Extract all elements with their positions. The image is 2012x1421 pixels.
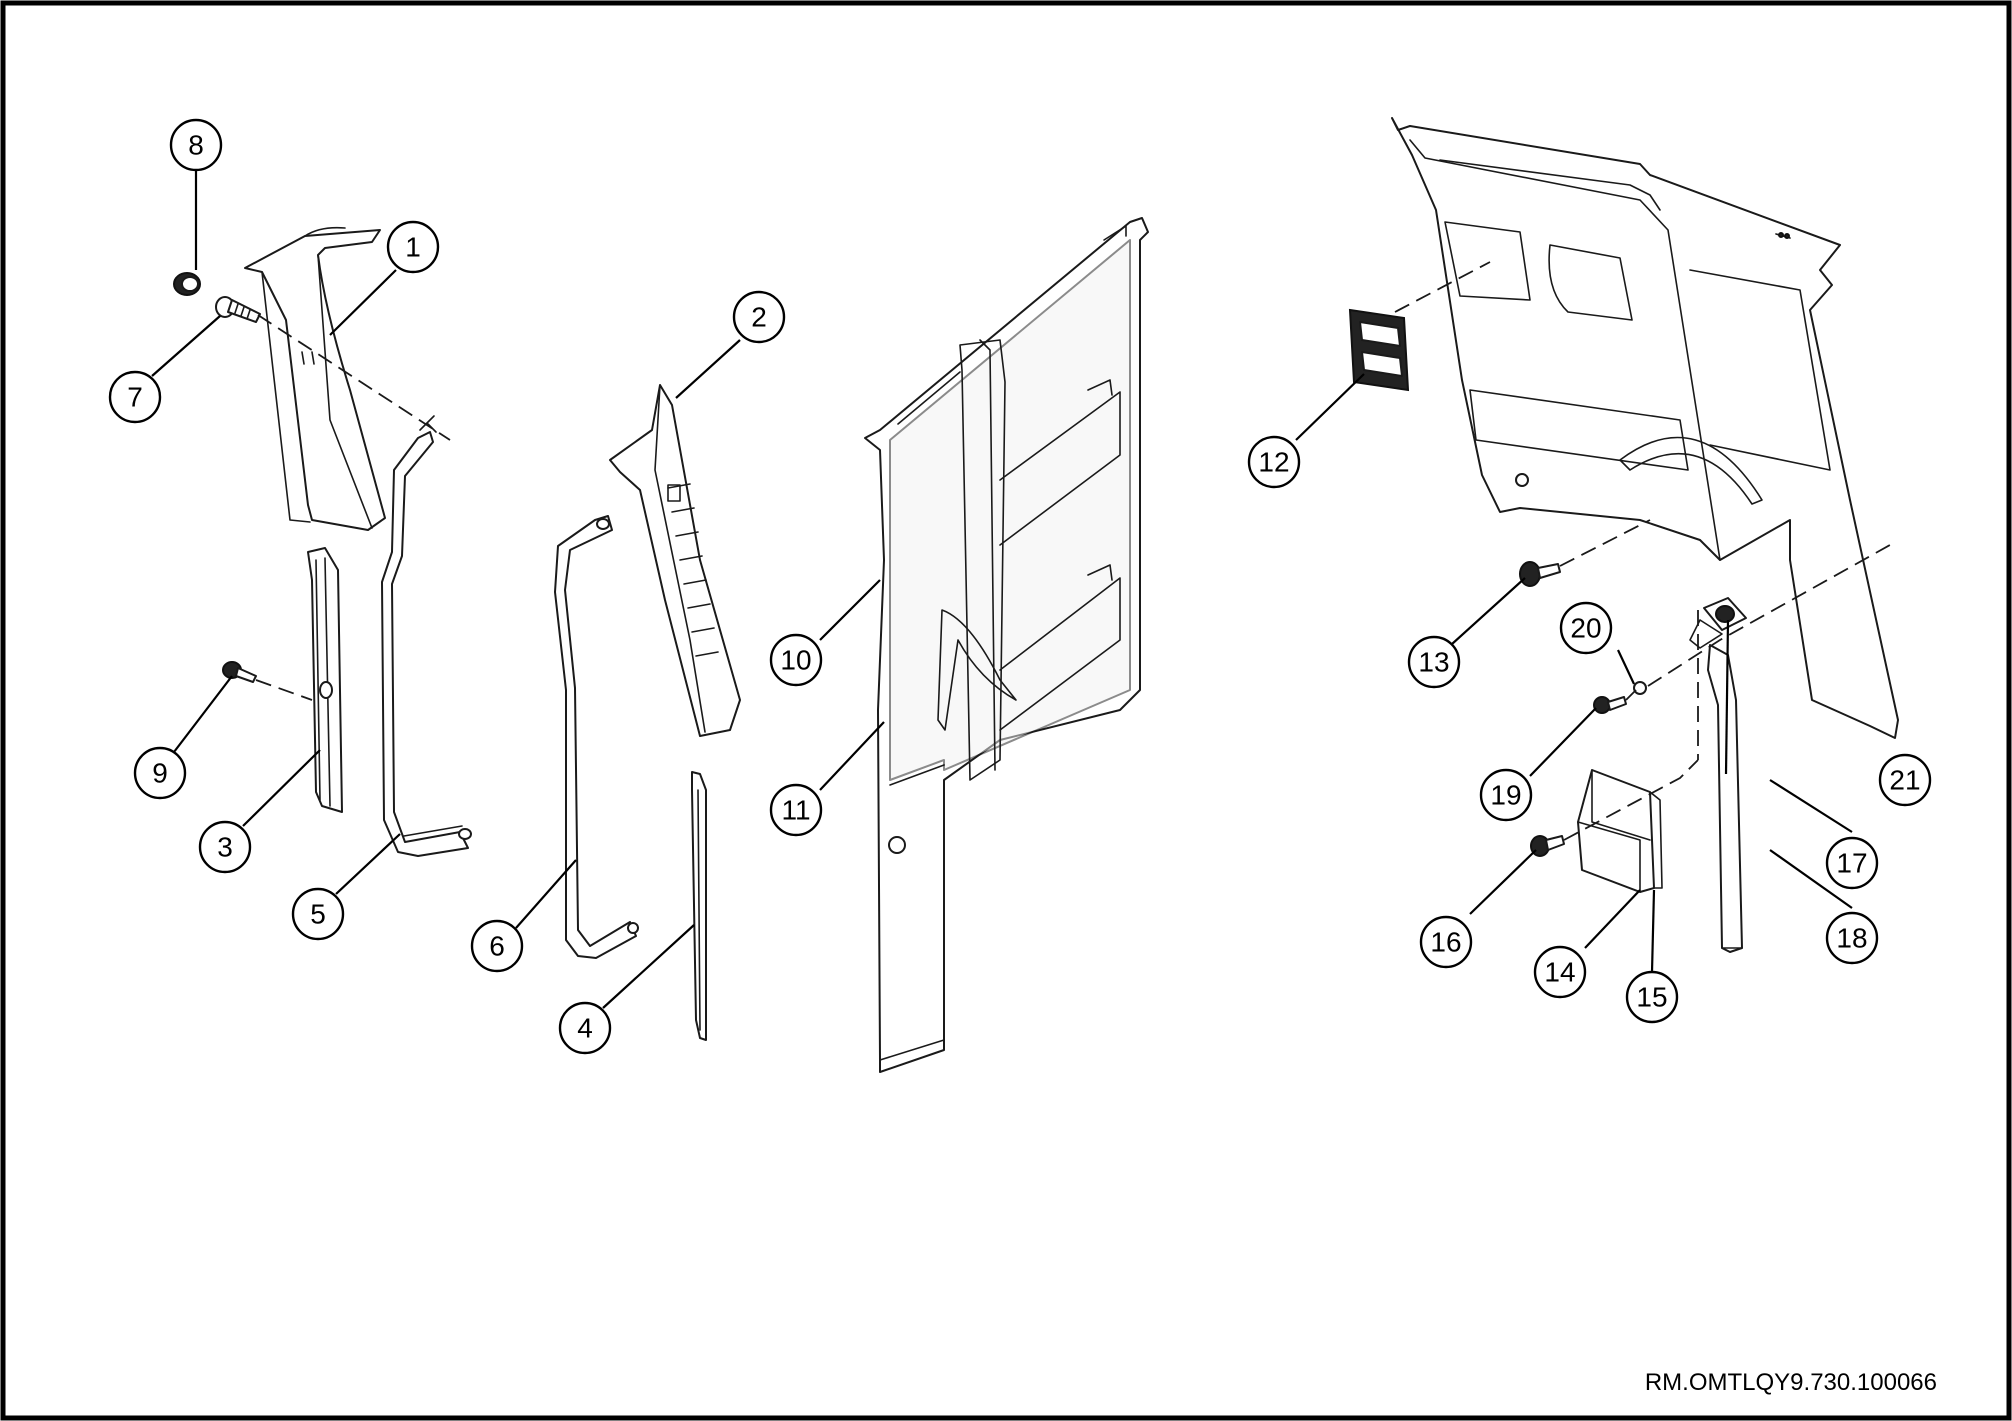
svg-text:7: 7 [127,382,143,413]
callout-8: 8 [169,118,223,172]
callout-14: 14 [1533,945,1587,999]
svg-text:12: 12 [1258,447,1289,478]
callout-1: 1 [386,220,440,274]
svg-text:4: 4 [577,1013,593,1044]
callout-9: 9 [133,746,187,800]
callout-19: 19 [1479,768,1533,822]
svg-text:8: 8 [188,130,204,161]
svg-text:13: 13 [1418,647,1449,678]
part-4-thin-strip [691,771,707,1041]
part-13-fastener [1519,561,1561,587]
callout-12: 12 [1247,435,1301,489]
svg-text:19: 19 [1490,780,1521,811]
svg-text:10: 10 [780,645,811,676]
callout-13: 13 [1407,635,1461,689]
callout-21: 21 [1878,753,1932,807]
svg-text:15: 15 [1636,982,1667,1013]
svg-text:5: 5 [310,899,326,930]
part-20-washer [1633,681,1647,695]
callout-16: 16 [1419,915,1473,969]
part-10-11-side-panel [864,217,1149,1073]
part-3-trim-strip [307,547,343,813]
svg-text:3: 3 [217,832,233,863]
part-9-screw [222,661,257,683]
svg-text:14: 14 [1544,957,1575,988]
part-21-clamp [1703,597,1747,631]
document-reference: RM.OMTLQY9.730.100066 [1645,1369,1937,1396]
svg-text:9: 9 [152,758,168,789]
svg-text:17: 17 [1836,848,1867,879]
part-17-18-tube [1707,644,1743,953]
leader-lines [151,170,1853,1009]
part-7-bolt [215,296,261,323]
callout-11: 11 [769,783,823,837]
callout-6: 6 [470,919,524,973]
svg-text:20: 20 [1570,613,1601,644]
svg-text:1: 1 [405,232,421,263]
callout-3: 3 [198,820,252,874]
svg-text:18: 18 [1836,923,1867,954]
rear-body-panel [1391,117,1899,739]
svg-text:16: 16 [1430,927,1461,958]
svg-text:6: 6 [489,931,505,962]
part-19-screw [1593,696,1627,714]
callout-18: 18 [1825,911,1879,965]
callout-15: 15 [1625,970,1679,1024]
assembly-lines [255,261,1891,841]
callout-10: 10 [769,633,823,687]
callout-5: 5 [291,887,345,941]
callout-2: 2 [732,290,786,344]
part-12-vent-grille [1348,308,1410,392]
svg-text:11: 11 [781,795,810,826]
part-8-clip [173,272,201,296]
svg-text:2: 2 [751,302,767,333]
part-6-handle-tube [554,515,639,959]
part-14-15-bracket-box [1577,769,1663,893]
part-1-pillar-trim-upper [244,226,386,531]
part-2-pillar-trim [609,384,741,737]
callout-7: 7 [108,370,162,424]
callout-17: 17 [1825,836,1879,890]
callout-4: 4 [558,1001,612,1055]
bracket-plate [1689,619,1723,649]
svg-text:21: 21 [1889,765,1920,796]
callout-20: 20 [1559,601,1613,655]
